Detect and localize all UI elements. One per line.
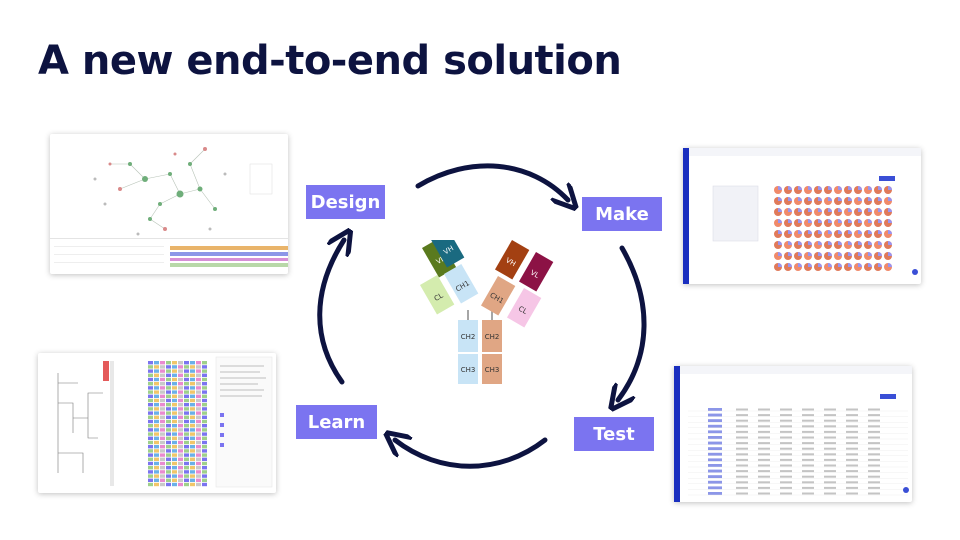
make-screenshot: [683, 148, 921, 284]
arrow-test-to-learn: [395, 440, 548, 469]
make-label: Make: [582, 197, 662, 231]
left-vl-label: VL: [435, 255, 447, 266]
design-label: Design: [306, 185, 385, 219]
design-screenshot: [50, 134, 288, 274]
right-ch2-label: CH2: [485, 333, 500, 341]
arrow-design-to-make: [415, 163, 568, 200]
arrow-learn-to-design: [317, 240, 344, 385]
test-label: Test: [574, 417, 654, 451]
right-ch3-label: CH3: [485, 366, 500, 374]
test-screenshot: [674, 366, 912, 502]
slide-title: A new end-to-end solution: [38, 38, 622, 84]
antibody-diagram: VL CL VH CH1 VH VL CH1 CL CH2 CH3 CH2 CH…: [420, 240, 554, 384]
left-cl-label: CL: [433, 292, 445, 303]
right-cl-label: CL: [517, 305, 529, 316]
right-vh-label: VH: [504, 256, 517, 268]
arrow-make-to-test: [618, 245, 647, 400]
learn-screenshot: [38, 353, 276, 493]
left-vh-label: VH: [442, 244, 455, 256]
left-ch3-label: CH3: [461, 366, 476, 374]
learn-label: Learn: [296, 405, 377, 439]
left-ch2-label: CH2: [461, 333, 476, 341]
right-vl-label: VL: [529, 269, 541, 280]
